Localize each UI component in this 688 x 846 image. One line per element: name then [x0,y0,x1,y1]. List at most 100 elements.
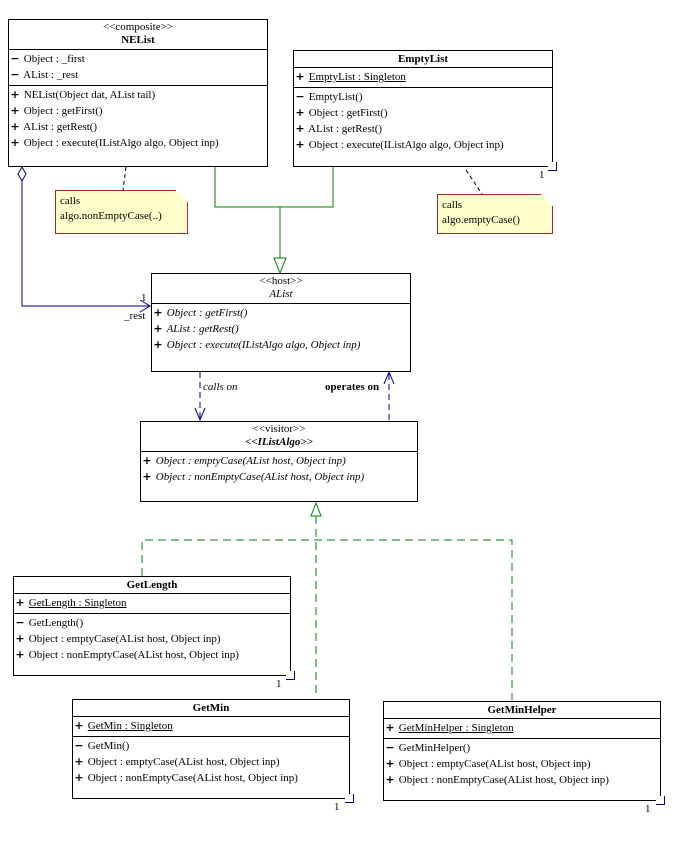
class-nelist[interactable]: <<composite>> NEList − Object : _first −… [8,19,268,167]
private-visibility-icon: − [10,52,20,65]
public-visibility-icon: + [385,773,395,786]
multiplicity-label: 1 [645,803,651,815]
public-visibility-icon: + [153,322,163,335]
public-visibility-icon: + [142,454,152,467]
operation-row[interactable]: − GetMinHelper() [384,740,660,756]
operation-row[interactable]: + AList : getRest() [294,121,552,137]
note-anchor-empty [465,169,483,195]
public-visibility-icon: + [385,721,395,734]
class-name: <<IListAlgo>> [245,436,313,448]
operation-text: Object : getFirst() [166,307,248,319]
singleton-corner-icon [345,794,354,803]
operation-row[interactable]: + Object : emptyCase(AList host, Object … [384,756,660,772]
operation-text: AList : getRest() [23,121,98,133]
public-visibility-icon: + [10,88,20,101]
stereotype-label: <<host>> [259,275,303,287]
rest-role-label: _rest [124,310,146,322]
operation-row[interactable]: + Object : nonEmptyCase(AList host, Obje… [384,772,660,788]
operation-row[interactable]: + Object : execute(IListAlgo algo, Objec… [9,135,267,151]
operations-section: − GetLength() + Object : emptyCase(AList… [14,613,290,665]
rest-multiplicity-label: 1 [141,292,147,304]
public-visibility-icon: + [15,596,25,609]
public-visibility-icon: + [74,771,84,784]
public-visibility-icon: + [385,757,395,770]
class-name: AList [269,288,293,300]
class-getlength[interactable]: GetLength + GetLength : Singleton − GetL… [13,576,291,676]
operation-text: AList : getRest() [166,323,239,335]
operation-row[interactable]: + Object : nonEmptyCase(AList host, Obje… [14,647,290,663]
operation-text: Object : nonEmptyCase(AList host, Object… [87,772,298,784]
inheritance-nelist-emptylist-to-alist [214,167,334,275]
operation-row[interactable]: + AList : getRest() [152,321,410,337]
operation-row[interactable]: + Object : getFirst() [9,103,267,119]
operations-section: + Object : emptyCase(AList host, Object … [141,451,417,487]
operation-row[interactable]: − EmptyList() [294,89,552,105]
operation-row[interactable]: + Object : getFirst() [294,105,552,121]
operation-text: EmptyList() [308,91,363,103]
operation-row[interactable]: + Object : nonEmptyCase(AList host, Obje… [141,469,417,485]
singleton-corner-icon [286,671,295,680]
attributes-section: + GetLength : Singleton [14,593,290,613]
operation-row[interactable]: − GetLength() [14,615,290,631]
note-anchor-nonempty [122,166,127,191]
singleton-corner-icon [548,162,557,171]
operation-row[interactable]: + Object : emptyCase(AList host, Object … [141,453,417,469]
operation-text: Object : emptyCase(AList host, Object in… [87,756,280,768]
operation-text: Object : getFirst() [23,105,103,117]
class-getmin[interactable]: GetMin + GetMin : Singleton − GetMin() +… [72,699,350,799]
note-calls-nonempty[interactable]: calls algo.nonEmptyCase(..) [55,190,188,234]
attribute-text: EmptyList : Singleton [308,71,406,83]
operation-row[interactable]: + Object : getFirst() [152,305,410,321]
private-visibility-icon: − [10,68,20,81]
public-visibility-icon: + [295,122,305,135]
operation-row[interactable]: + Object : emptyCase(AList host, Object … [14,631,290,647]
attribute-row[interactable]: − AList : _rest [9,67,267,83]
singleton-corner-icon [656,796,665,805]
class-name: GetLength [126,579,178,591]
operation-text: GetMin() [87,740,130,752]
public-visibility-icon: + [295,138,305,151]
attribute-row[interactable]: + EmptyList : Singleton [294,69,552,85]
stereotype-label: <<visitor>> [252,423,306,435]
class-getminhelper[interactable]: GetMinHelper + GetMinHelper : Singleton … [383,701,661,801]
public-visibility-icon: + [142,470,152,483]
operation-text: Object : nonEmptyCase(AList host, Object… [155,471,365,483]
class-alist[interactable]: <<host>> AList + Object : getFirst() + A… [151,273,411,372]
attribute-row[interactable]: + GetMin : Singleton [73,718,349,734]
operation-text: NEList(Object dat, AList tail) [23,89,156,101]
operation-row[interactable]: + Object : execute(IListAlgo algo, Objec… [294,137,552,153]
operation-row[interactable]: + NEList(Object dat, AList tail) [9,87,267,103]
operations-section: − GetMinHelper() + Object : emptyCase(AL… [384,738,660,790]
stereotype-label: <<composite>> [102,21,174,33]
attributes-section: + EmptyList : Singleton [294,67,552,87]
attribute-row[interactable]: + GetLength : Singleton [14,595,290,611]
operation-row[interactable]: + AList : getRest() [9,119,267,135]
operations-section: + NEList(Object dat, AList tail) + Objec… [9,85,267,153]
class-emptylist[interactable]: EmptyList + EmptyList : Singleton − Empt… [293,50,553,167]
note-text: algo.emptyCase() [442,214,520,226]
attribute-row[interactable]: + GetMinHelper : Singleton [384,720,660,736]
operation-row[interactable]: + Object : nonEmptyCase(AList host, Obje… [73,770,349,786]
attributes-section: + GetMinHelper : Singleton [384,718,660,738]
note-calls-empty[interactable]: calls algo.emptyCase() [437,194,553,234]
public-visibility-icon: + [295,70,305,83]
private-visibility-icon: − [385,741,395,754]
operation-text: GetLength() [28,617,84,629]
attribute-text: GetMin : Singleton [87,720,173,732]
attributes-section: − Object : _first − AList : _rest [9,49,267,85]
public-visibility-icon: + [74,719,84,732]
multiplicity-label: 1 [276,678,282,690]
public-visibility-icon: + [74,755,84,768]
multiplicity-label: 1 [334,801,340,813]
class-ilistalgo[interactable]: <<visitor>> <<IListAlgo>> + Object : emp… [140,421,418,502]
operation-text: GetMinHelper() [398,742,471,754]
attribute-row[interactable]: − Object : _first [9,51,267,67]
operation-row[interactable]: + Object : execute(IListAlgo algo, Objec… [152,337,410,353]
public-visibility-icon: + [15,648,25,661]
operations-section: − GetMin() + Object : emptyCase(AList ho… [73,736,349,788]
dependency-calls-on [194,372,206,422]
note-text: calls [60,195,81,207]
operation-row[interactable]: + Object : emptyCase(AList host, Object … [73,754,349,770]
aggregation-nelist-rest [17,165,151,313]
operation-row[interactable]: − GetMin() [73,738,349,754]
